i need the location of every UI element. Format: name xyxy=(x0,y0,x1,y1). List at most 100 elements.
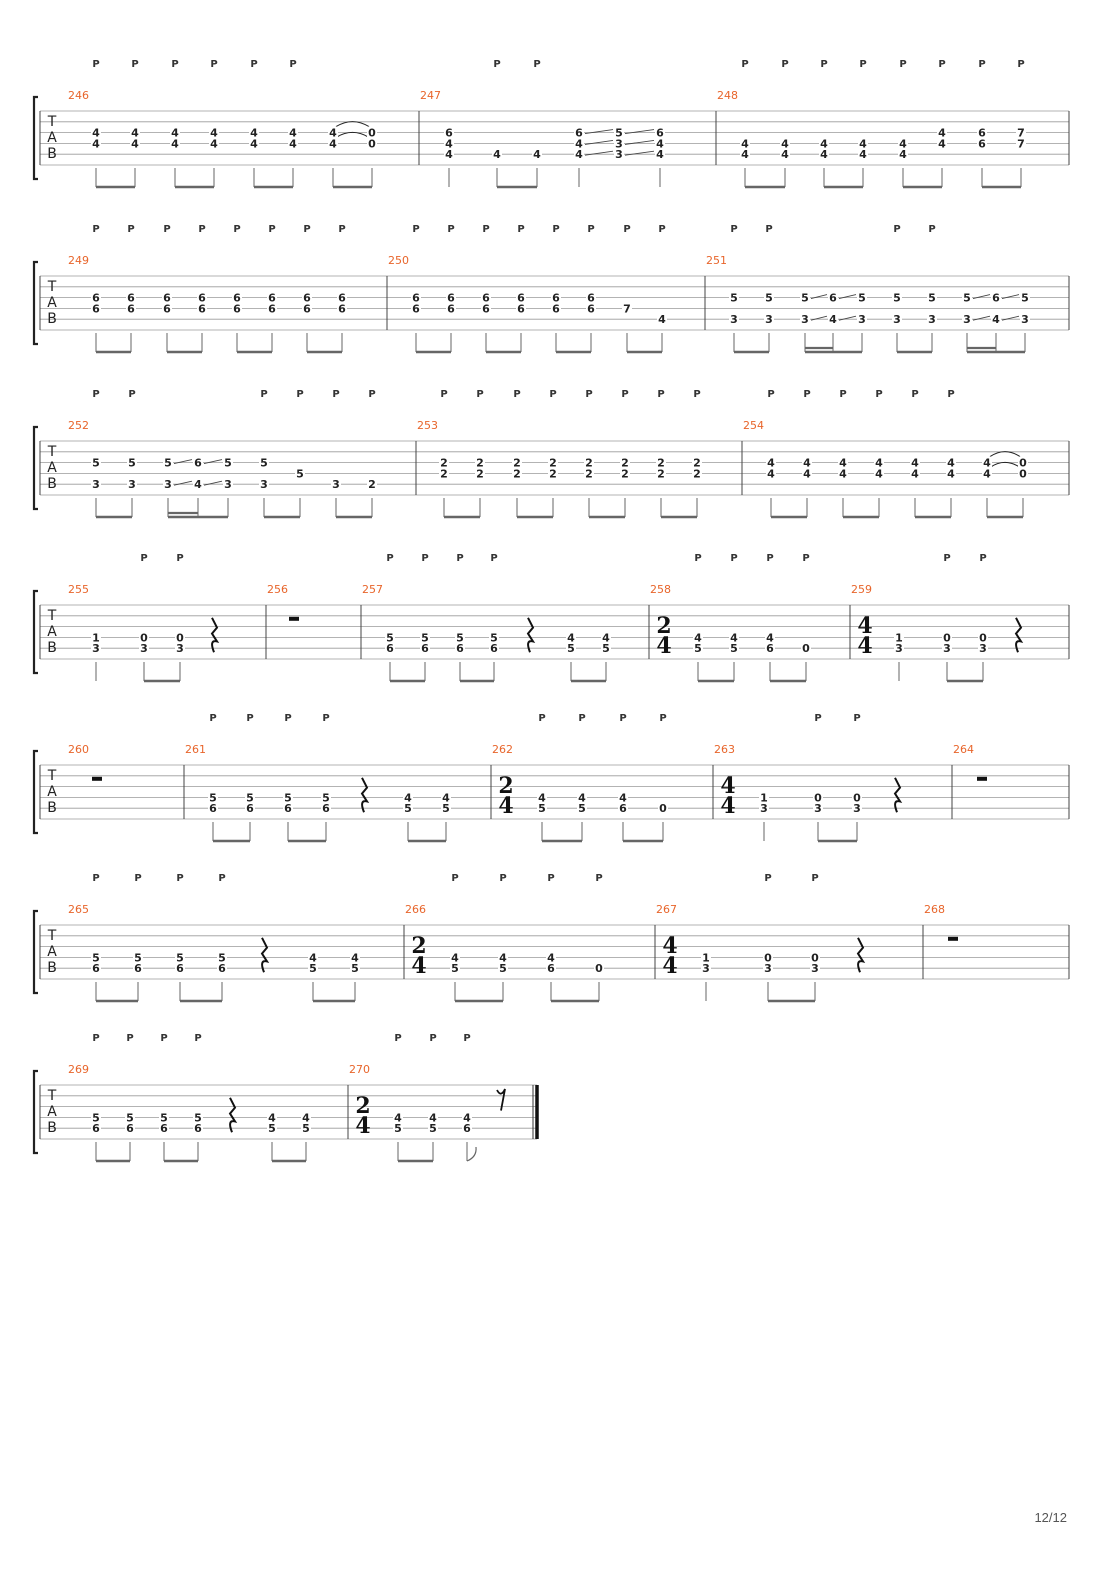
tab-clef-letter: B xyxy=(47,800,57,816)
fret-number: 4 xyxy=(899,148,907,161)
fret-bg xyxy=(208,802,218,815)
fret-bg xyxy=(656,456,666,469)
measure-number: 261 xyxy=(185,743,206,756)
slide-line xyxy=(972,294,991,300)
fret-number: 3 xyxy=(764,962,772,975)
fret-bg xyxy=(991,291,1001,304)
pick-stroke-mark: P xyxy=(163,224,170,235)
fret-number: 2 xyxy=(657,457,665,470)
fret-bg xyxy=(657,313,667,326)
fret-number: 4 xyxy=(575,148,583,161)
fret-bg xyxy=(337,291,347,304)
fret-bg xyxy=(125,1111,135,1124)
fret-number: 4 xyxy=(938,127,946,140)
fret-bg xyxy=(701,962,711,975)
fret-bg xyxy=(927,291,937,304)
fret-bg xyxy=(175,962,185,975)
pick-stroke-mark: P xyxy=(176,553,183,564)
fret-number: 5 xyxy=(394,1122,402,1135)
fret-number: 5 xyxy=(351,962,359,975)
fret-number: 6 xyxy=(978,137,986,150)
fret-bg xyxy=(450,951,460,964)
fret-number: 4 xyxy=(533,148,541,161)
fret-number: 2 xyxy=(657,467,665,480)
fret-number: 3 xyxy=(92,478,100,491)
pick-stroke-mark: P xyxy=(938,59,945,70)
fret-number: 6 xyxy=(766,642,774,655)
pick-stroke-mark: P xyxy=(839,389,846,400)
fret-bg xyxy=(874,467,884,480)
fret-number: 6 xyxy=(463,1122,471,1135)
fret-number: 4 xyxy=(911,457,919,470)
fret-number: 3 xyxy=(615,137,623,150)
fret-bg xyxy=(927,313,937,326)
time-signature-top: 2 xyxy=(355,1093,370,1119)
tab-clef-letter: T xyxy=(47,114,57,130)
fret-number: 4 xyxy=(289,127,297,140)
fret-number: 6 xyxy=(268,292,276,305)
fret-number: 0 xyxy=(814,791,822,804)
fret-number: 3 xyxy=(853,802,861,815)
fret-number: 6 xyxy=(92,962,100,975)
measure-number: 246 xyxy=(68,89,89,102)
fret-number: 4 xyxy=(992,313,1000,326)
time-signature-bottom: 4 xyxy=(656,633,671,659)
pick-stroke-mark: P xyxy=(979,553,986,564)
fret-number: 0 xyxy=(595,962,603,975)
pick-stroke-mark: P xyxy=(92,1033,99,1044)
fret-bg xyxy=(367,137,377,150)
slide-line xyxy=(838,315,857,321)
fret-number: 2 xyxy=(440,467,448,480)
fret-bg xyxy=(403,802,413,815)
pick-stroke-mark: P xyxy=(899,59,906,70)
fret-number: 5 xyxy=(164,457,172,470)
fret-number: 6 xyxy=(587,292,595,305)
fret-number: 2 xyxy=(693,467,701,480)
fret-number: 5 xyxy=(296,467,304,480)
fret-bg xyxy=(385,642,395,655)
tab-clef-letter: A xyxy=(47,624,57,640)
slide-line xyxy=(838,294,857,300)
fret-bg xyxy=(441,791,451,804)
fret-bg xyxy=(441,802,451,815)
measure-number: 269 xyxy=(68,1063,89,1076)
time-signature-top: 2 xyxy=(498,773,513,799)
fret-bg xyxy=(802,467,812,480)
fret-bg xyxy=(763,962,773,975)
fret-bg xyxy=(765,642,775,655)
fret-number: 1 xyxy=(760,791,768,804)
fret-bg xyxy=(548,456,558,469)
fret-bg xyxy=(163,456,173,469)
tab-clef-letter: A xyxy=(47,130,57,146)
fret-bg xyxy=(874,456,884,469)
pick-stroke-mark: P xyxy=(92,873,99,884)
fret-bg xyxy=(175,951,185,964)
fret-bg xyxy=(620,467,630,480)
fret-number: 5 xyxy=(218,951,226,964)
fret-number: 0 xyxy=(176,631,184,644)
pick-stroke-mark: P xyxy=(134,873,141,884)
fret-bg xyxy=(740,148,750,161)
fret-bg xyxy=(197,291,207,304)
fret-number: 5 xyxy=(429,1122,437,1135)
tab-clef-letter: T xyxy=(47,444,57,460)
fret-bg xyxy=(838,456,848,469)
fret-number: 4 xyxy=(302,1111,310,1124)
fret-bg xyxy=(894,631,904,644)
fret-number: 5 xyxy=(224,457,232,470)
fret-bg xyxy=(481,291,491,304)
fret-number: 4 xyxy=(658,313,666,326)
fret-bg xyxy=(1020,291,1030,304)
fret-number: 3 xyxy=(140,642,148,655)
fret-bg xyxy=(489,642,499,655)
fret-number: 6 xyxy=(209,802,217,815)
fret-number: 4 xyxy=(538,791,546,804)
fret-number: 5 xyxy=(126,1111,134,1124)
pick-stroke-mark: P xyxy=(210,59,217,70)
fret-bg xyxy=(1016,126,1026,139)
fret-bg xyxy=(328,137,338,150)
measure-number: 254 xyxy=(743,419,764,432)
fret-bg xyxy=(139,642,149,655)
fret-number: 0 xyxy=(659,802,667,815)
fret-bg xyxy=(159,1111,169,1124)
